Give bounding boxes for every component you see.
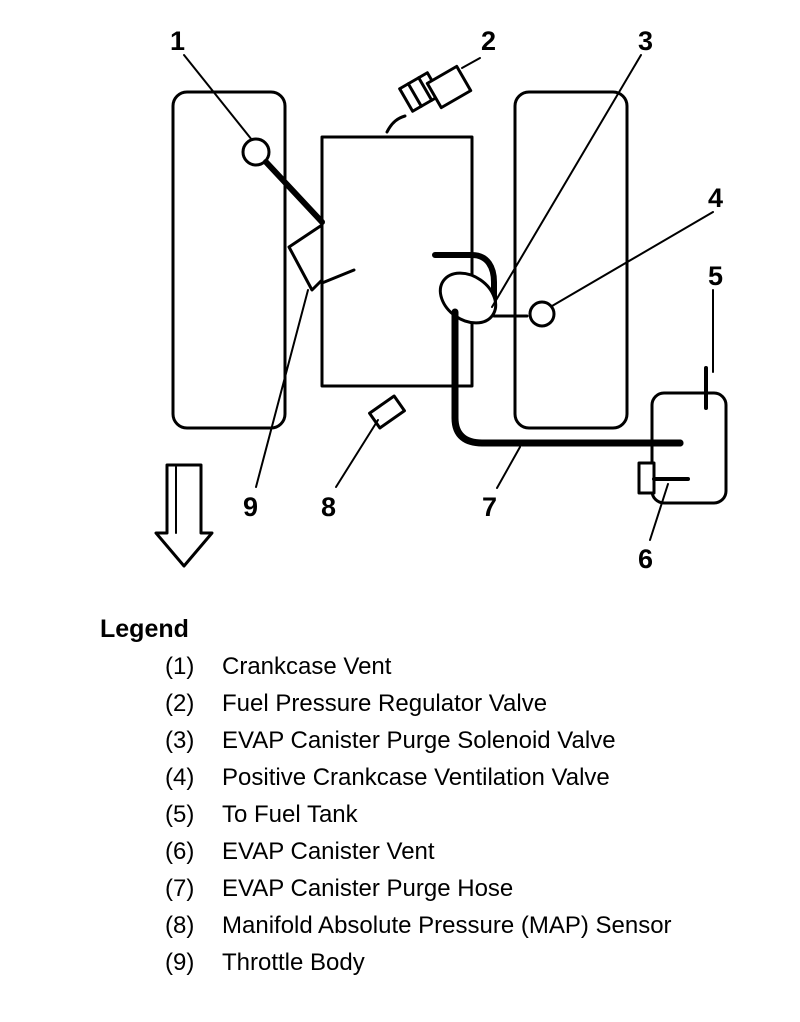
legend-item-number: (6): [165, 838, 195, 865]
legend-item: (4) Positive Crankcase Ventilation Valve: [100, 761, 790, 798]
pcv-valve: [528, 300, 556, 328]
map-sensor: [368, 394, 406, 430]
callout-2: 2: [481, 26, 496, 56]
legend-item: (6) EVAP Canister Vent: [100, 835, 790, 872]
legend: Legend (1) Crankcase Vent (2) Fuel Press…: [100, 612, 790, 983]
evap-canister: [637, 366, 728, 505]
callout-9: 9: [243, 492, 258, 522]
legend-item: (3) EVAP Canister Purge Solenoid Valve: [100, 724, 790, 761]
callout-4: 4: [708, 183, 723, 213]
legend-item-label: EVAP Canister Purge Solenoid Valve: [222, 727, 616, 754]
intake-plenum: [320, 135, 474, 388]
legend-item-number: (9): [165, 949, 195, 976]
right-cylinder-bank: [513, 90, 629, 430]
legend-item-label: Crankcase Vent: [222, 653, 392, 680]
legend-item-label: Manifold Absolute Pressure (MAP) Sensor: [222, 912, 672, 939]
callout-1: 1: [170, 26, 185, 56]
legend-item: (5) To Fuel Tank: [100, 798, 790, 835]
throttle-body: [287, 223, 356, 292]
left-cylinder-bank: [171, 90, 287, 430]
legend-item-label: Positive Crankcase Ventilation Valve: [222, 764, 610, 791]
callout-8: 8: [321, 492, 336, 522]
legend-item-label: To Fuel Tank: [222, 801, 358, 828]
legend-item-number: (7): [165, 875, 195, 902]
legend-item-number: (1): [165, 653, 195, 680]
callout-3: 3: [638, 26, 653, 56]
legend-item-number: (3): [165, 727, 195, 754]
leader-lines: [183, 54, 714, 541]
legend-item: (8) Manifold Absolute Pressure (MAP) Sen…: [100, 909, 790, 946]
legend-item: (7) EVAP Canister Purge Hose: [100, 872, 790, 909]
legend-item-label: EVAP Canister Purge Hose: [222, 875, 514, 902]
fuel-pressure-regulator: [385, 64, 473, 134]
legend-item-number: (2): [165, 690, 195, 717]
evap-purge-hose: [451, 308, 684, 447]
legend-item-number: (8): [165, 912, 195, 939]
legend-item: (1) Crankcase Vent: [100, 650, 790, 687]
legend-item-number: (5): [165, 801, 195, 828]
callout-6: 6: [638, 544, 653, 574]
legend-item-label: EVAP Canister Vent: [222, 838, 435, 865]
legend-item: (9) Throttle Body: [100, 946, 790, 983]
evap-system-diagram: 1 2 3 4 5 6 7 8 9: [154, 26, 728, 574]
legend-item-number: (4): [165, 764, 195, 791]
down-arrow-icon: [154, 463, 214, 568]
legend-title: Legend: [100, 615, 189, 643]
crankcase-vent: [241, 137, 325, 225]
legend-item-label: Throttle Body: [222, 949, 365, 976]
legend-item: (2) Fuel Pressure Regulator Valve: [100, 687, 790, 724]
legend-item-label: Fuel Pressure Regulator Valve: [222, 690, 548, 717]
callout-7: 7: [482, 492, 497, 522]
callout-5: 5: [708, 261, 723, 291]
